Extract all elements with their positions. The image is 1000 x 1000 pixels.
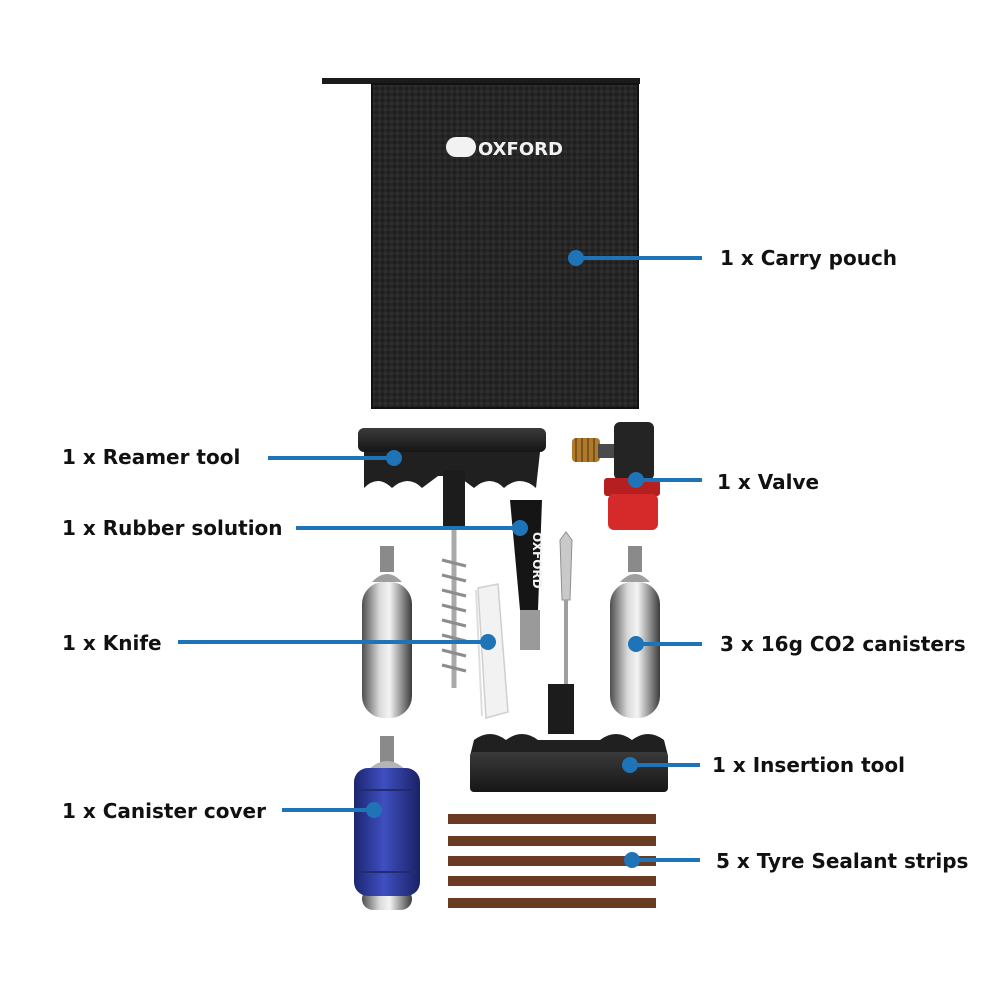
co2-valve xyxy=(572,422,660,530)
leader-co2-canisters xyxy=(628,636,702,652)
co2-canister-left xyxy=(362,546,412,718)
svg-text:OXFORD: OXFORD xyxy=(530,532,544,589)
callout-rubber-solution: 1 x Rubber solution xyxy=(62,516,283,540)
insertion-tool xyxy=(470,531,668,792)
callout-insertion-tool: 1 x Insertion tool xyxy=(712,753,906,777)
reamer-tool xyxy=(358,428,546,688)
leader-valve xyxy=(628,472,702,488)
oxford-logo: OXFORD xyxy=(446,137,563,160)
callout-lines xyxy=(178,250,702,868)
leader-reamer-tool xyxy=(268,450,402,466)
callout-canister-cover: 1 x Canister cover xyxy=(62,799,266,823)
callout-carry-pouch: 1 x Carry pouch xyxy=(720,246,898,270)
leader-insertion-tool xyxy=(622,757,700,773)
leader-carry-pouch xyxy=(568,250,702,266)
canister-cover xyxy=(354,768,420,896)
co2-canister-right xyxy=(610,546,660,718)
leader-knife xyxy=(178,634,496,650)
knife xyxy=(475,583,509,719)
leader-canister-cover xyxy=(282,802,382,818)
callout-valve: 1 x Valve xyxy=(717,470,820,494)
leader-sealant-strips xyxy=(624,852,700,868)
svg-text:OXFORD: OXFORD xyxy=(478,139,563,160)
callout-knife: 1 x Knife xyxy=(62,631,162,655)
callout-reamer-tool: 1 x Reamer tool xyxy=(62,445,241,469)
leader-rubber-solution xyxy=(296,520,528,536)
callout-sealant-strips: 5 x Tyre Sealant strips xyxy=(716,849,969,873)
carry-pouch: OXFORD xyxy=(322,78,640,409)
callout-co2-canisters: 3 x 16g CO2 canisters xyxy=(720,632,966,656)
tyre-sealant-strips xyxy=(448,814,656,908)
